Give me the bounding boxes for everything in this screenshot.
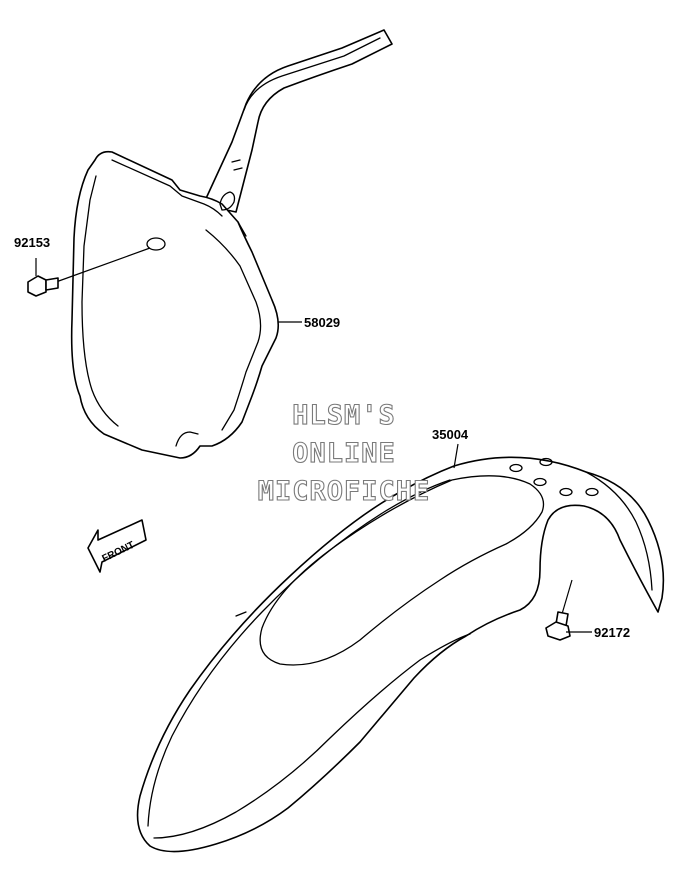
- number-plate: [70, 29, 393, 459]
- part-number-92153: 92153: [14, 235, 50, 250]
- front-fender: [136, 456, 665, 853]
- part-number-35004: 35004: [432, 427, 469, 442]
- watermark-line-3: MICROFICHE: [258, 476, 431, 507]
- mounting-hole: [146, 237, 166, 251]
- front-direction-arrow: FRONT: [87, 519, 147, 573]
- number-plate-body: [70, 150, 280, 459]
- watermark-line-1: HLSM'S: [292, 400, 396, 431]
- watermark-line-2: ONLINE: [292, 438, 396, 469]
- number-plate-bracket: [202, 29, 393, 213]
- bolt-92172: [545, 579, 573, 641]
- front-fender-body: [136, 456, 665, 853]
- bolt-92153: [27, 247, 151, 297]
- watermark: HLSM'S ONLINE MICROFICHE: [257, 399, 431, 507]
- leader-35004: [453, 443, 459, 469]
- part-number-58029: 58029: [304, 315, 340, 330]
- part-number-92172: 92172: [594, 625, 630, 640]
